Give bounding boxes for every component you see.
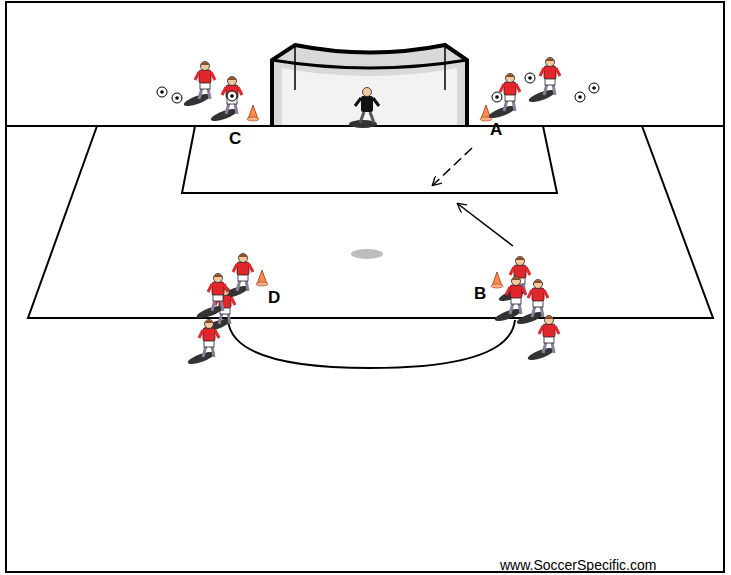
station-letter: B: [474, 284, 486, 304]
station-letter: C: [229, 129, 241, 149]
watermark: www.SoccerSpecific.com: [500, 557, 656, 573]
station-letter: A: [490, 120, 502, 140]
station-letter: D: [268, 288, 280, 308]
